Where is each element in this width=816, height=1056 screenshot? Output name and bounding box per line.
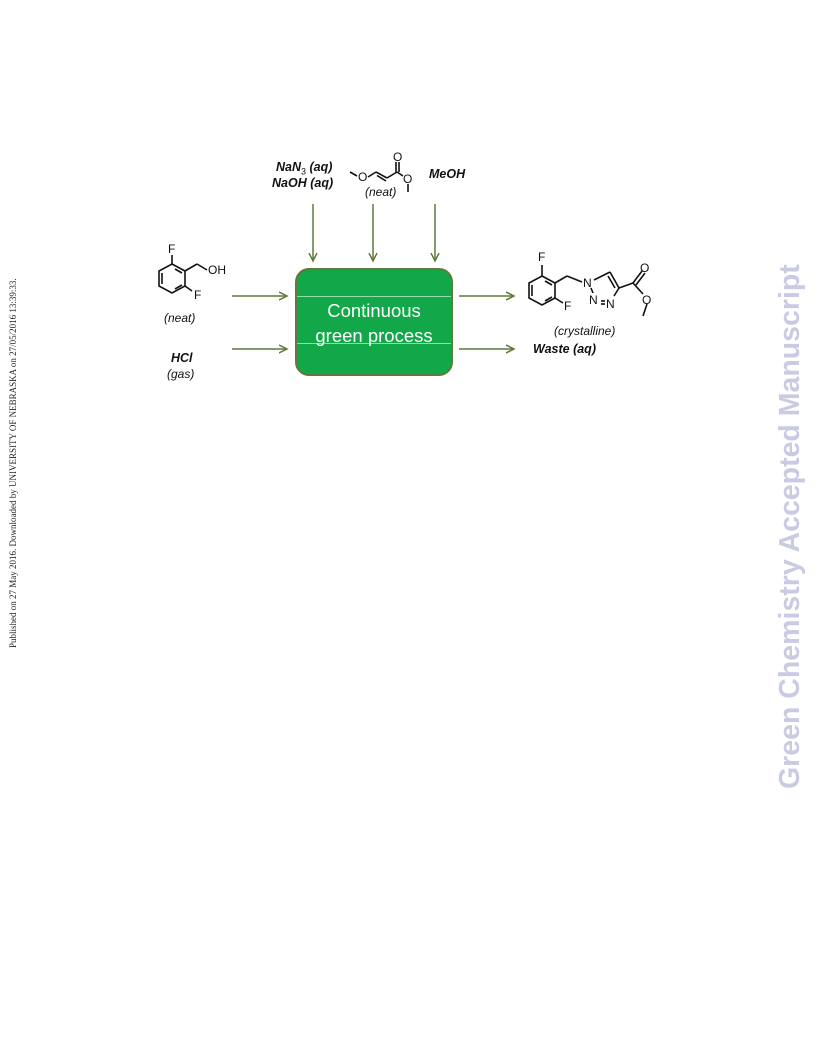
atom-f-bottom: F [194,288,202,302]
azide-reagent-label: NaN3 (aq) [276,160,333,177]
acrylate-state-label: (neat) [365,185,397,199]
atom-o-methoxy: O [358,170,368,184]
atom-f-top: F [168,242,176,256]
atom-n1: N [583,276,592,290]
atom-n2: N [589,293,598,307]
atom-o-carbonyl: O [393,150,403,164]
atom-oh: OH [208,263,226,277]
alcohol-state-label: (neat) [164,311,196,325]
difluorobenzyl-alcohol-structure [158,255,208,294]
atom-f-product-top: F [538,250,546,264]
triazole-product-structure [528,265,648,317]
methanol-label: MeOH [429,167,466,181]
atom-o-product-carbonyl: O [640,261,650,275]
atom-n3: N [606,297,615,311]
product-state-label: (crystalline) [554,324,616,338]
process-title-line1: Continuous [327,300,421,321]
atom-o-product-ester: O [642,293,652,307]
methoxyacrylate-structure [349,162,409,192]
hcl-label: HCl [171,351,193,365]
hcl-state-label: (gas) [167,367,195,381]
hydroxide-reagent-label: NaOH (aq) [272,176,334,190]
continuous-process-box: Continuous green process [295,268,453,376]
atom-f-product-bottom: F [564,299,572,313]
process-title-line2: green process [315,325,433,346]
waste-label: Waste (aq) [533,342,596,356]
atom-o-ester: O [403,172,413,186]
